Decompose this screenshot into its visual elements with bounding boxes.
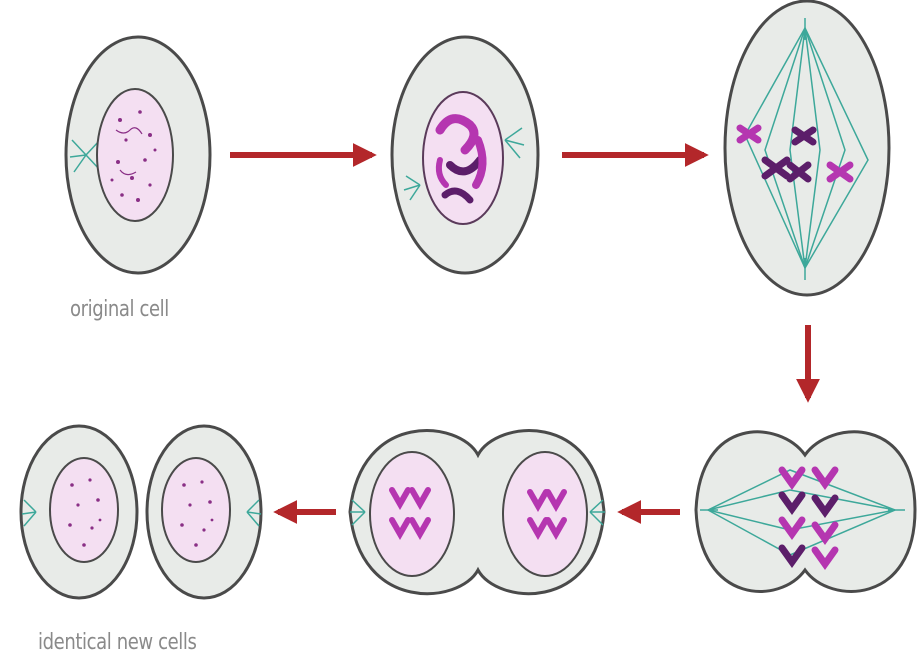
- nucleus-right: [503, 452, 587, 576]
- nucleus: [423, 92, 503, 224]
- anaphase-cell: [696, 432, 915, 592]
- identical-new-cells-label: identical new cells: [38, 630, 196, 655]
- daughter-cell-right: [147, 426, 261, 598]
- nucleus: [97, 89, 173, 221]
- telophase-cell: [350, 431, 605, 594]
- metaphase-cell: [725, 1, 889, 295]
- original-cell: [66, 37, 210, 273]
- daughter-cell-left: [21, 426, 137, 598]
- original-cell-label: original cell: [70, 297, 169, 322]
- prophase-cell: [392, 37, 538, 273]
- nucleus-left: [370, 452, 454, 576]
